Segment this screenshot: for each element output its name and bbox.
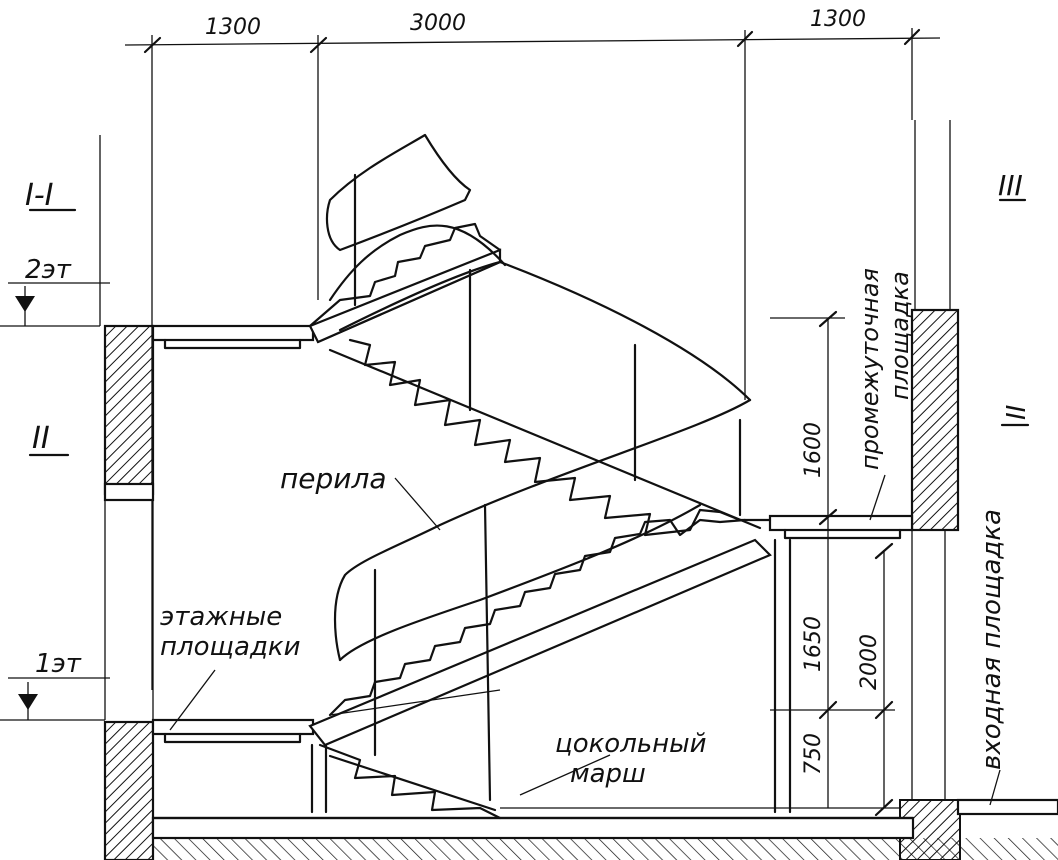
landings-leader xyxy=(169,669,216,731)
middle-flight-underside xyxy=(328,338,772,537)
dim-top-right: 1300 xyxy=(810,7,866,32)
upper-flight xyxy=(308,222,502,344)
vertical-dimensions xyxy=(500,310,900,817)
entrance-label: входная площадка xyxy=(977,509,1007,770)
railing-leader xyxy=(394,477,441,531)
plinth-flight xyxy=(318,743,502,820)
entrance-leader xyxy=(989,769,1001,806)
level-label-1: 1эт xyxy=(35,649,82,679)
railing-label: перила xyxy=(280,462,387,495)
axis-right-top: III xyxy=(998,169,1023,202)
dim-2000: 2000 xyxy=(857,634,882,690)
plinth-leader xyxy=(519,754,611,796)
intermediate-label-2: площадка xyxy=(886,271,914,400)
dim-1600: 1600 xyxy=(801,422,826,478)
upper-floor-landing xyxy=(151,324,315,350)
intermediate-label-1: промежуточная xyxy=(856,268,884,470)
dim-750: 750 xyxy=(801,733,826,775)
railing-lines xyxy=(325,133,752,802)
intermediate-landing xyxy=(768,514,914,814)
dim-top-left: 1300 xyxy=(205,15,261,40)
plinth-label-2: марш xyxy=(570,759,646,789)
level-label-2: 2эт xyxy=(25,255,72,285)
axis-left: II xyxy=(32,421,50,456)
section-label: I-I xyxy=(25,178,54,213)
floor-landings-label-2: площадки xyxy=(160,632,301,662)
left-wall-lower xyxy=(103,720,155,860)
floor-landings-label-1: этажные xyxy=(160,602,282,632)
ground-slab xyxy=(151,798,1058,860)
level-marker-2 xyxy=(0,282,110,327)
dim-top-mid: 3000 xyxy=(410,11,466,36)
intermediate-leader xyxy=(869,474,886,521)
right-wall xyxy=(899,120,961,860)
lower-flight xyxy=(308,518,772,747)
lower-floor-landing xyxy=(151,718,328,814)
left-wall-upper xyxy=(99,135,155,720)
plinth-label-1: цокольный xyxy=(555,729,707,759)
axis-right-mid: II xyxy=(1002,405,1032,420)
dim-1650: 1650 xyxy=(801,616,826,672)
level-marker-1 xyxy=(0,677,110,721)
top-dimension-chain xyxy=(124,28,941,690)
